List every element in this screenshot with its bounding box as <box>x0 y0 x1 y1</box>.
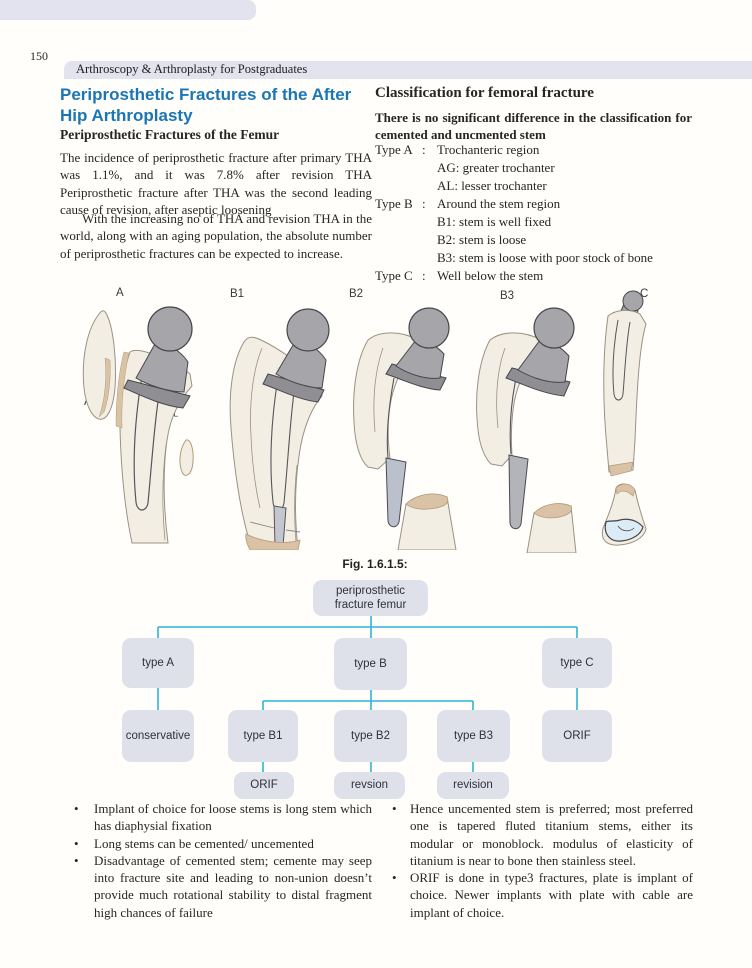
running-title-band <box>64 61 752 79</box>
bullet-text-orif-type3: ORIF is done in type3 fractures, plate i… <box>410 870 693 920</box>
classification-intro: There is no significant difference in th… <box>375 110 692 143</box>
loose-stem-exposed <box>385 457 407 528</box>
type-b-colon: : <box>422 196 426 211</box>
implant-head <box>408 307 450 349</box>
fragment-fracture-edge <box>98 357 111 418</box>
fracture-surface <box>405 493 449 510</box>
list-item: • ORIF is done in type3 fractures, plate… <box>382 869 693 921</box>
type-a-label: Type A <box>375 142 413 157</box>
section-subheading: Periprosthetic Fractures of the Femur <box>60 127 280 142</box>
implant-collar <box>385 363 447 391</box>
list-item: • Hence uncemented stem is preferred; mo… <box>382 800 693 869</box>
bullet-icon: • <box>392 870 397 886</box>
bullet-text-implant-choice: Implant of choice for loose stems is lon… <box>94 801 372 834</box>
type-a-sub-al: AL: lesser trochanter <box>437 178 547 193</box>
femur-illustration-type-b2 <box>353 307 457 550</box>
bullet-icon: • <box>392 801 397 816</box>
figure-label-c: C <box>640 288 649 300</box>
type-c-text: Well below the stem <box>437 268 544 283</box>
list-item: • Disadvantage of cemented stem; cemente… <box>60 852 372 921</box>
implant-collar <box>123 379 191 409</box>
fracture-surface <box>615 483 636 497</box>
figure-label-al-sub: L <box>173 409 179 419</box>
type-b-label: Type B <box>375 196 413 211</box>
type-a-colon: : <box>422 142 426 157</box>
flowchart-node-orif-b1: ORIF <box>234 772 294 799</box>
flowchart-node-revision-b2: revsion <box>334 772 405 799</box>
implant-head <box>147 306 193 352</box>
flowchart-node-type-a: type A <box>122 638 194 688</box>
figure-label-b2: B2 <box>349 288 364 300</box>
paragraph-increase: With the increasing no of THA and revisi… <box>60 211 372 261</box>
flowchart-node-type-b: type B <box>334 638 407 690</box>
bullet-list-left: • Implant of choice for loose stems is l… <box>60 800 372 921</box>
list-item: • Long stems can be cemented/ uncemented <box>60 835 372 852</box>
femur-illustration-type-b1 <box>229 308 330 550</box>
type-a-row: Type A : Trochanteric region <box>375 141 692 159</box>
condyle-notch-line <box>617 525 635 532</box>
classification-list: Type A : Trochanteric region AG: greater… <box>375 141 692 285</box>
lesser-trochanter-fragment <box>179 439 194 476</box>
bullet-icon: • <box>74 835 79 851</box>
femur-illustration-type-b3 <box>476 307 577 553</box>
bone-contour-line <box>294 464 298 543</box>
implant-stem-outline <box>612 319 631 401</box>
implant-stem-outline <box>133 375 162 511</box>
bone-contour-line <box>162 444 167 541</box>
flowchart-node-root: periprosthetic fracture femur <box>313 580 428 616</box>
trochanter-ridge-line <box>250 347 263 509</box>
implant-collar <box>262 373 325 403</box>
figure-label-b1: B1 <box>230 288 245 300</box>
type-c-colon: : <box>422 268 426 283</box>
type-c-label: Type C <box>375 268 413 283</box>
implant-head <box>533 307 575 349</box>
flowchart-node-conservative: conservative <box>122 710 194 762</box>
fracture-fragment <box>245 533 301 550</box>
trochanter-ridge-line <box>496 347 506 429</box>
implant-collar <box>505 367 571 397</box>
flowchart-node-revision-b3: revision <box>437 772 509 799</box>
bullet-text-long-stems: Long stems can be cemented/ uncemented <box>94 835 314 851</box>
bullet-text-disadvantage: Disadvantage of cemented stem; cemente m… <box>94 852 372 920</box>
implant-stem-outline <box>386 377 395 459</box>
implant-stem-outline <box>509 377 517 455</box>
type-a-sub-ag: AG: greater trochanter <box>437 160 555 175</box>
type-b-sub-b1: B1: stem is well fixed <box>437 214 552 229</box>
fracture-edge-upper <box>608 461 634 477</box>
page-number: 150 <box>30 49 48 63</box>
bullet-text-uncemented-preferred: Hence uncemented stem is preferred; most… <box>410 801 693 868</box>
figure-label-b3: B3 <box>500 290 515 302</box>
chapter-heading: Periprosthetic Fractures of the After Hi… <box>60 85 352 125</box>
flowchart-node-orif-c: ORIF <box>542 710 612 762</box>
bullet-list-right: • Hence uncemented stem is preferred; mo… <box>382 800 693 921</box>
type-b-row: Type B : Around the stem region <box>375 195 692 213</box>
type-b-sub-b2: B2: stem is loose <box>437 232 527 247</box>
type-a-text: Trochanteric region <box>437 142 540 157</box>
bullet-icon: • <box>74 852 79 868</box>
type-b-sub-b3: B3: stem is loose with poor stock of bon… <box>437 250 653 265</box>
flowchart-node-type-b3: type B3 <box>437 710 510 762</box>
list-item: • Implant of choice for loose stems is l… <box>60 800 372 835</box>
fracture-line <box>249 521 301 533</box>
classification-heading: Classification for femoral fracture <box>375 85 594 101</box>
fracture-surface <box>533 503 573 519</box>
flowchart-node-type-b2: type B2 <box>334 710 407 762</box>
paragraph-incidence: The incidence of periprosthetic fracture… <box>60 150 372 217</box>
bullet-icon: • <box>74 801 79 816</box>
type-c-row: Type C : Well below the stem <box>375 267 692 285</box>
page-number-band <box>0 0 256 20</box>
trochanter-ridge-line <box>373 347 384 433</box>
figure-label-a: A <box>116 287 124 299</box>
running-title: Arthroscopy & Arthroplasty for Postgradu… <box>76 62 308 76</box>
implant-head <box>286 308 330 352</box>
loose-stem-exposed <box>508 454 529 530</box>
type-b-text: Around the stem region <box>437 196 561 211</box>
bone-fracture-edge <box>115 351 130 429</box>
flowchart-node-type-b1: type B1 <box>228 710 298 762</box>
flowchart-node-type-c: type C <box>542 638 612 688</box>
femur-illustration-type-c <box>601 290 647 546</box>
figure-caption: Fig. 1.6.1.5: <box>342 557 408 571</box>
femur-illustration-type-a <box>82 306 194 544</box>
